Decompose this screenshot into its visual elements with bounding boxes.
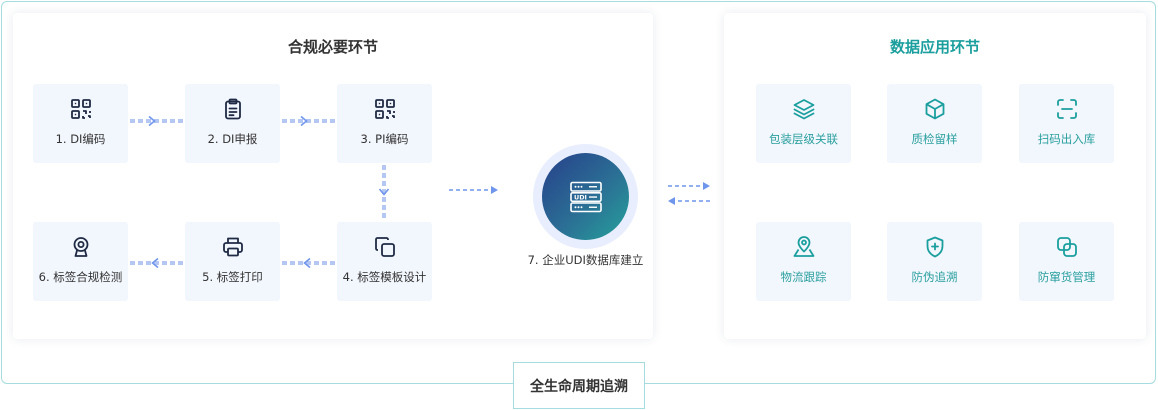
flow-arrow-1-to-2 [130, 115, 183, 127]
qr-code-icon [70, 99, 91, 119]
server-icon: UDI [569, 181, 602, 212]
step-label: 6. 标签合规检测 [38, 270, 123, 284]
cube-icon [925, 98, 944, 120]
flow-arrow-to-database [449, 186, 498, 194]
data-application-panel-title: 数据应用环节 [889, 38, 980, 56]
shield-plus-icon [926, 236, 943, 258]
database-label: 7. 企业UDI数据库建立 [527, 253, 644, 267]
printer-icon [222, 237, 243, 257]
udi-database-node[interactable]: UDI [533, 144, 638, 249]
step-di-encoding[interactable]: 1. DI编码 [33, 84, 128, 163]
step-label: 1. DI编码 [55, 132, 106, 146]
flow-arrow-4-to-5 [282, 257, 335, 269]
udi-database-circle: UDI [542, 153, 629, 240]
flow-arrow-3-to-4 [378, 165, 390, 220]
copy-circles-icon [1056, 237, 1077, 257]
step-label: 5. 标签打印 [202, 270, 263, 284]
map-pin-icon [793, 236, 814, 257]
data-application-panel: 数据应用环节 包装层级关联 质检留样 扫码出入库 物流跟踪 防伪追溯 [724, 13, 1146, 339]
compliance-panel: 合规必要环节 1. DI编码 2. DI申报 3. PI编码 4. 标签模 [13, 13, 653, 339]
copy-icon [374, 237, 395, 257]
app-label: 防伪追溯 [911, 270, 958, 284]
server-udi-text: UDI [574, 193, 587, 201]
step-label: 4. 标签模板设计 [342, 270, 427, 284]
app-label: 扫码出入库 [1037, 132, 1096, 146]
flow-arrow-5-to-6 [130, 257, 183, 269]
step-label: 3. PI编码 [360, 132, 409, 146]
step-label: 2. DI申报 [207, 132, 258, 146]
app-label: 质检留样 [911, 132, 958, 146]
bidirectional-arrows [668, 182, 710, 205]
qr-code-icon [374, 99, 395, 119]
flow-arrow-2-to-3 [282, 115, 335, 127]
app-label: 防窜货管理 [1037, 270, 1096, 284]
scan-icon [1056, 99, 1077, 119]
step-di-declaration[interactable]: 2. DI申报 [185, 84, 280, 163]
step-pi-encoding[interactable]: 3. PI编码 [337, 84, 432, 163]
lifecycle-tracing-label: 全生命周期追溯 [513, 362, 645, 409]
app-logistics-tracking[interactable]: 物流跟踪 [756, 222, 851, 301]
app-scan-inout-warehouse[interactable]: 扫码出入库 [1019, 84, 1114, 163]
app-label: 包装层级关联 [769, 132, 838, 146]
app-label: 物流跟踪 [780, 270, 827, 284]
compliance-panel-title: 合规必要环节 [287, 38, 378, 56]
app-anti-diversion-management[interactable]: 防窜货管理 [1019, 222, 1114, 301]
app-quality-sampling[interactable]: 质检留样 [887, 84, 982, 163]
app-anti-counterfeit-tracing[interactable]: 防伪追溯 [887, 222, 982, 301]
clipboard-icon [224, 98, 241, 120]
step-label-printing[interactable]: 5. 标签打印 [185, 222, 280, 301]
webcam-icon [73, 237, 88, 257]
step-label-template-design[interactable]: 4. 标签模板设计 [337, 222, 432, 301]
step-label-compliance-check[interactable]: 6. 标签合规检测 [33, 222, 128, 301]
layers-icon [793, 99, 814, 120]
app-packaging-hierarchy[interactable]: 包装层级关联 [756, 84, 851, 163]
